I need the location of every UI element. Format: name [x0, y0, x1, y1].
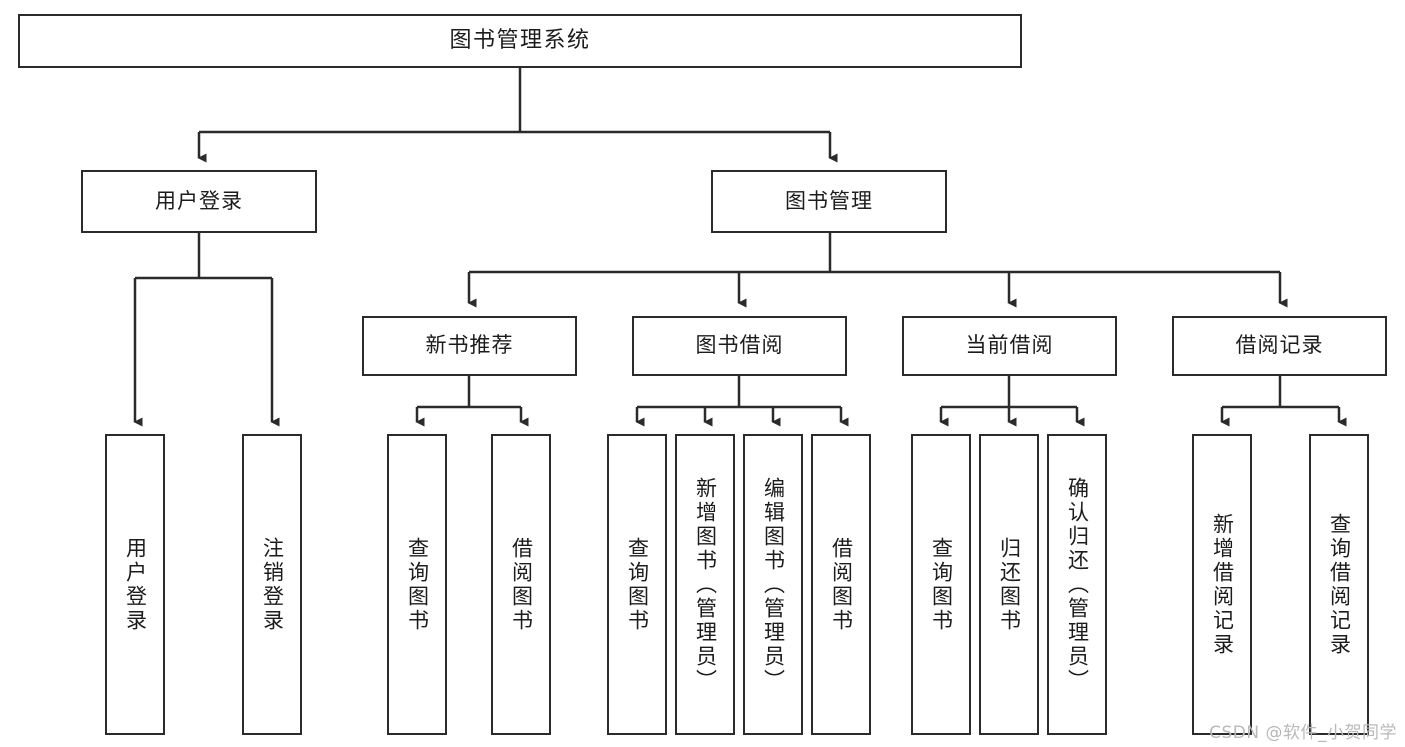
node-leaf-confirm-return-admin-label: 确认归还（管理员） [1065, 476, 1090, 693]
node-leaf-add-book-admin[interactable]: 新增图书（管理员） [675, 434, 735, 735]
node-leaf-add-borrow-record[interactable]: 新增借阅记录 [1192, 434, 1252, 735]
node-leaf-query-book-current[interactable]: 查询图书 [911, 434, 971, 735]
node-new-book-recommend-label: 新书推荐 [425, 333, 514, 358]
node-book-management-label: 图书管理 [785, 188, 873, 213]
node-new-book-recommend[interactable]: 新书推荐 [362, 316, 577, 376]
node-leaf-borrow-book-label: 借阅图书 [829, 536, 854, 633]
node-root-book-management-system[interactable]: 图书管理系统 [18, 14, 1022, 68]
node-user-login-label: 用户登录 [155, 188, 243, 213]
node-borrow-record-label: 借阅记录 [1235, 333, 1324, 358]
node-book-management[interactable]: 图书管理 [711, 170, 947, 233]
node-leaf-logout[interactable]: 注销登录 [242, 434, 302, 735]
node-current-borrow-label: 当前借阅 [965, 333, 1054, 358]
node-leaf-query-book-borrow-label: 查询图书 [625, 536, 650, 633]
node-leaf-user-login[interactable]: 用户登录 [105, 434, 165, 735]
node-leaf-borrow-book[interactable]: 借阅图书 [811, 434, 871, 735]
node-leaf-return-book-label: 归还图书 [997, 536, 1022, 633]
node-leaf-query-borrow-record[interactable]: 查询借阅记录 [1309, 434, 1369, 735]
node-leaf-return-book[interactable]: 归还图书 [979, 434, 1039, 735]
node-leaf-confirm-return-admin[interactable]: 确认归还（管理员） [1047, 434, 1107, 735]
node-root-label: 图书管理系统 [449, 27, 591, 53]
node-book-borrow[interactable]: 图书借阅 [632, 316, 847, 376]
node-leaf-logout-label: 注销登录 [260, 536, 285, 633]
node-leaf-add-book-admin-label: 新增图书（管理员） [693, 476, 718, 693]
node-borrow-record[interactable]: 借阅记录 [1172, 316, 1387, 376]
node-leaf-edit-book-admin-label: 编辑图书（管理员） [761, 476, 786, 693]
node-leaf-edit-book-admin[interactable]: 编辑图书（管理员） [743, 434, 803, 735]
node-leaf-query-borrow-record-label: 查询借阅记录 [1327, 512, 1352, 657]
node-book-borrow-label: 图书借阅 [695, 333, 784, 358]
node-current-borrow[interactable]: 当前借阅 [902, 316, 1117, 376]
node-leaf-user-login-label: 用户登录 [123, 536, 148, 633]
node-leaf-query-book-recommend[interactable]: 查询图书 [387, 434, 447, 735]
node-leaf-query-book-current-label: 查询图书 [929, 536, 954, 633]
node-leaf-add-borrow-record-label: 新增借阅记录 [1210, 512, 1235, 657]
node-user-login[interactable]: 用户登录 [81, 170, 317, 233]
node-leaf-borrow-book-recommend-label: 借阅图书 [509, 536, 534, 633]
node-leaf-borrow-book-recommend[interactable]: 借阅图书 [491, 434, 551, 735]
node-leaf-query-book-borrow[interactable]: 查询图书 [607, 434, 667, 735]
node-leaf-query-book-recommend-label: 查询图书 [405, 536, 430, 633]
